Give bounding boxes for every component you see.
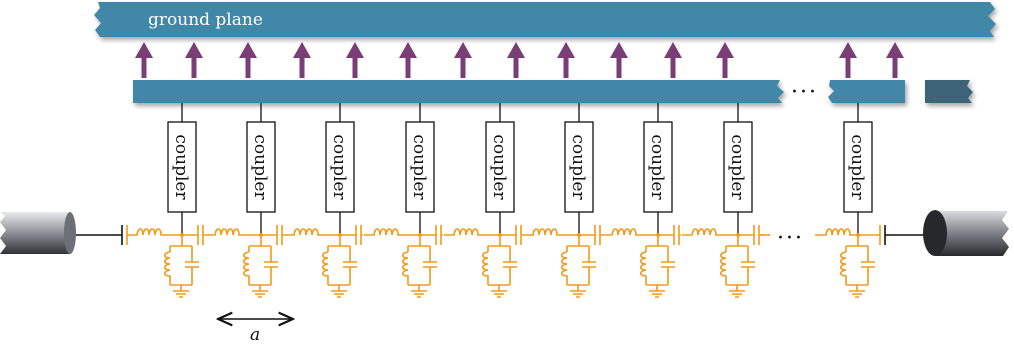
transmission-line — [76, 225, 925, 245]
coupling-arrow — [454, 42, 472, 78]
coupler-label: coupler — [727, 134, 747, 200]
coupling-arrow — [507, 42, 525, 78]
coupler-box — [643, 121, 673, 213]
lc-resonator — [639, 237, 675, 298]
ground-plane-label: ground plane — [148, 10, 263, 30]
series-segment — [602, 225, 681, 245]
input-connector — [0, 212, 76, 254]
coupler-box — [843, 121, 873, 213]
coupling-arrow — [239, 42, 257, 78]
unit-cell: coupler — [163, 103, 199, 298]
unit-cell: coupler — [560, 103, 596, 298]
coupling-arrow — [399, 42, 417, 78]
ellipsis-bottom: ··· — [777, 226, 804, 251]
coupling-arrows — [135, 42, 904, 78]
unit-cell: coupler — [719, 103, 755, 298]
unit-cell: coupler — [639, 103, 675, 298]
ground-plane-bar — [94, 2, 996, 37]
coupling-arrow — [664, 42, 682, 78]
coupler-box — [246, 121, 276, 213]
lc-resonator — [839, 237, 875, 298]
coupling-arrow — [886, 42, 904, 78]
resonator-bar-main — [133, 80, 784, 103]
coupling-arrow — [135, 42, 153, 78]
coupling-arrow — [346, 42, 364, 78]
coupling-arrow — [557, 42, 575, 78]
series-segment — [284, 225, 363, 245]
series-segment — [682, 225, 761, 245]
coupler-label: coupler — [489, 134, 509, 200]
coupler-label: coupler — [409, 134, 429, 200]
unit-cell: coupler — [401, 103, 437, 298]
lc-resonator — [321, 237, 357, 298]
coupling-arrow — [293, 42, 311, 78]
series-segment — [127, 225, 205, 245]
coupling-arrow — [610, 42, 628, 78]
lc-resonator — [242, 237, 278, 298]
unit-cell: coupler — [321, 103, 357, 298]
coupling-arrow — [185, 42, 203, 78]
lattice-spacing-label: a — [250, 325, 260, 344]
coupler-label: coupler — [647, 134, 667, 200]
unit-cell: coupler — [242, 103, 278, 298]
ground-plane — [94, 2, 996, 37]
resonator-bar-end — [925, 80, 973, 103]
lc-resonator — [163, 237, 199, 298]
coupler-label: coupler — [847, 134, 867, 200]
coupler-label: coupler — [250, 134, 270, 200]
coupling-arrow — [716, 42, 734, 78]
coupling-arrow — [839, 42, 857, 78]
series-segment — [523, 225, 602, 245]
resonator-bar — [133, 80, 973, 103]
unit-cell: coupler — [839, 103, 875, 298]
output-connector — [923, 210, 1009, 256]
coupler-box — [723, 121, 753, 213]
lc-resonator — [481, 237, 517, 298]
series-segment — [815, 225, 881, 245]
series-segment — [364, 225, 443, 245]
coupler-box — [167, 121, 197, 213]
lc-resonator — [719, 237, 755, 298]
lc-resonator — [401, 237, 437, 298]
coupler-label: coupler — [329, 134, 349, 200]
lc-resonator — [560, 237, 596, 298]
unit-cells: coupler coupler coupler coupler coupler coupl… — [163, 103, 875, 298]
coupler-label: coupler — [171, 134, 191, 200]
unit-cell: coupler — [481, 103, 517, 298]
resonator-bar-segment — [828, 80, 905, 103]
ellipsis-top: ··· — [791, 80, 818, 105]
coupler-box — [405, 121, 435, 213]
series-segment — [205, 225, 284, 245]
series-segment — [444, 225, 523, 245]
coupler-label: coupler — [568, 134, 588, 200]
